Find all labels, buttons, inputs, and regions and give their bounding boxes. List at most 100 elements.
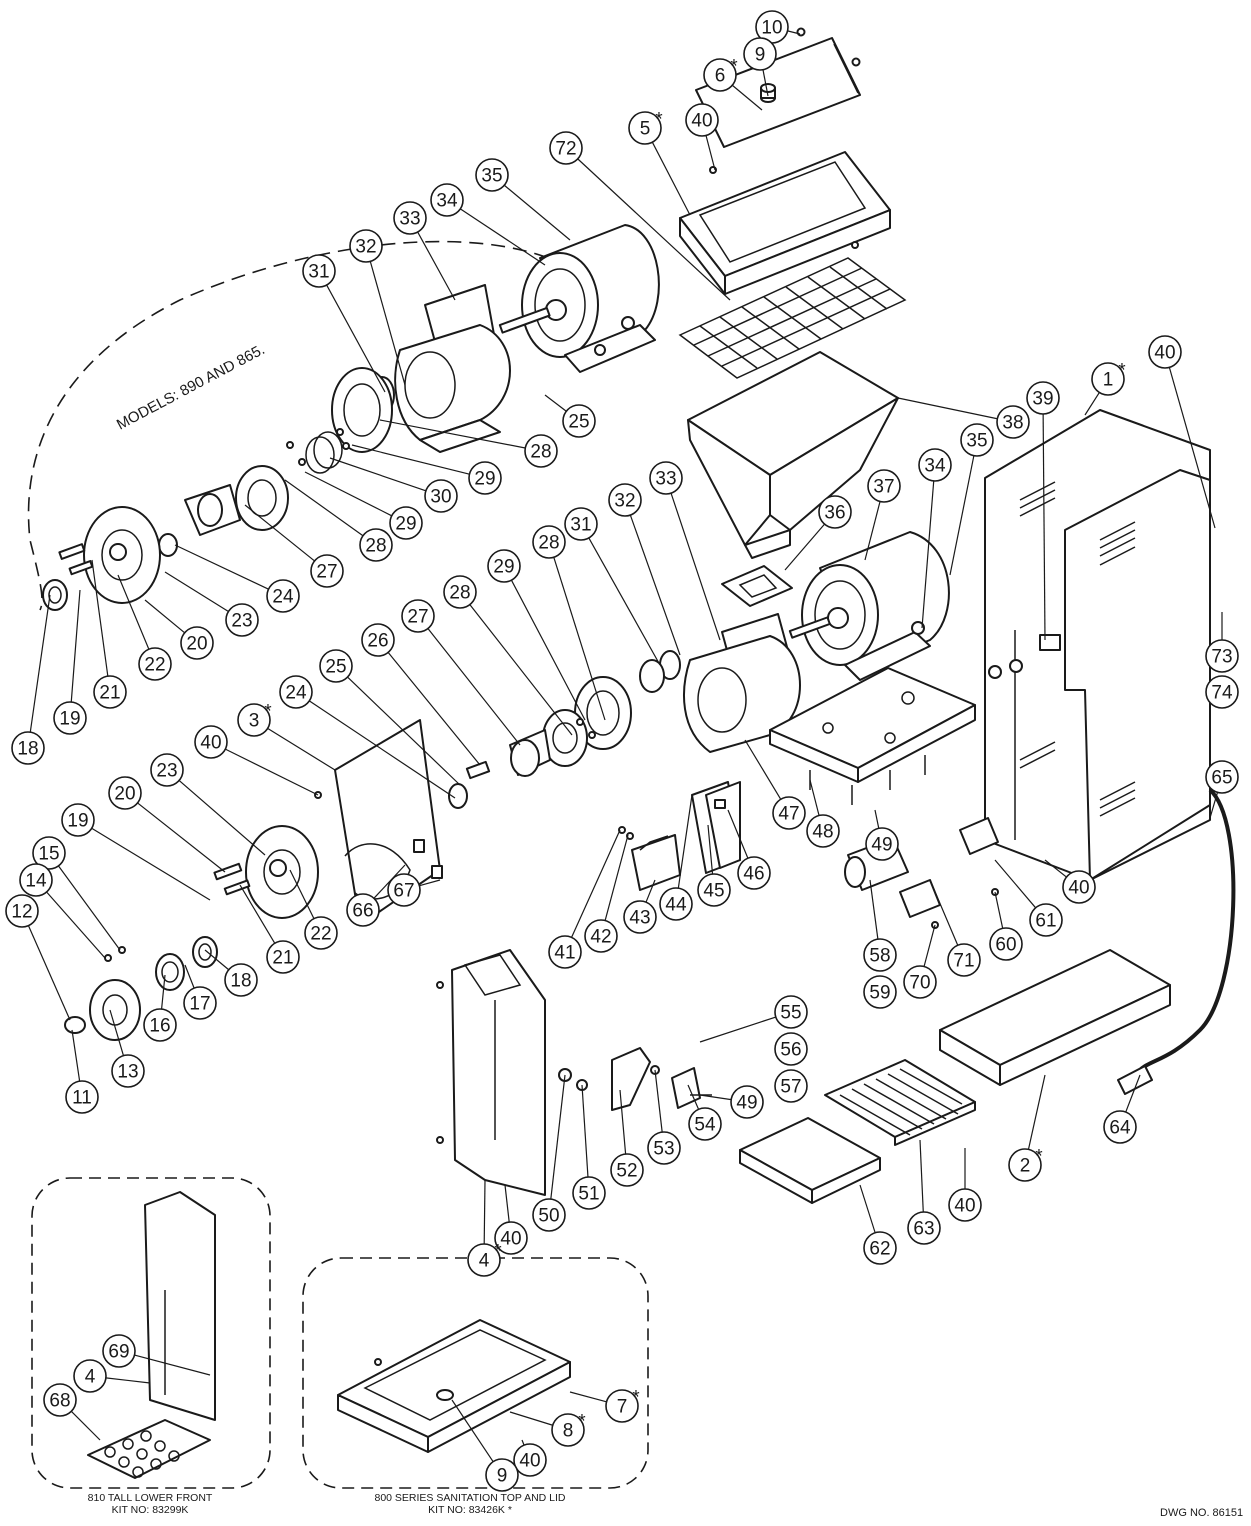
models-note: MODELS: 890 AND 865.: [114, 341, 268, 434]
lower-front-parts: [64, 825, 319, 1041]
callout-number: 67: [393, 881, 414, 902]
callout-number: 50: [538, 1206, 559, 1227]
callout-leader: [699, 1094, 732, 1101]
callout-leader: [46, 891, 106, 959]
callout-number: 72: [555, 139, 576, 160]
callout-leader: [27, 925, 71, 1021]
callout-number: 28: [449, 583, 470, 604]
callout-circle: [863, 975, 897, 1009]
callout-circle: [774, 1069, 808, 1103]
callout-leader: [1209, 792, 1219, 819]
callout-leader: [1125, 1074, 1141, 1113]
callout-leader: [553, 557, 606, 721]
callout-circle: [513, 1443, 547, 1477]
callout-number: 24: [285, 683, 307, 704]
callout-leader: [469, 604, 573, 736]
callout-leader: [329, 457, 427, 492]
callout-number: 25: [325, 657, 346, 678]
callout-leader: [503, 184, 571, 241]
callout-34: 34: [430, 183, 546, 266]
callout-18: 18: [11, 594, 51, 765]
callout-6: 6*: [703, 57, 763, 111]
callout-leader: [70, 589, 81, 703]
callout-33: 33: [649, 461, 721, 641]
callout-number: 54: [694, 1115, 716, 1136]
callout-circle: [180, 626, 214, 660]
callout-46: 46: [727, 809, 771, 890]
callout-21: 21: [91, 559, 127, 709]
callout-leader: [787, 30, 801, 35]
callout-circle: [1148, 335, 1182, 369]
callout-13: 13: [109, 1009, 145, 1088]
callout-26: 26: [361, 623, 481, 766]
callout-20: 20: [144, 599, 214, 660]
callout-number: 35: [481, 166, 502, 187]
callout-leader: [117, 574, 150, 650]
callout-number: 6: [715, 66, 726, 87]
callout-circle: [304, 916, 338, 950]
callout-number: 9: [497, 1466, 508, 1487]
callout-number: 74: [1211, 683, 1233, 704]
callout-circle: [564, 507, 598, 541]
callout-number: 18: [230, 971, 251, 992]
callout-number: 26: [367, 631, 388, 652]
callout-number: 64: [1109, 1118, 1131, 1139]
callout-number: 58: [869, 946, 890, 967]
callout-circle: [485, 1458, 519, 1492]
callout-circle: [623, 900, 657, 934]
callout-leader: [651, 141, 691, 216]
callout-circle: [108, 776, 142, 810]
callout-circle: [443, 575, 477, 609]
callout-leader: [897, 397, 998, 420]
callout-circle: [628, 111, 662, 145]
callout-number: 57: [780, 1077, 801, 1098]
callout-leader: [29, 594, 51, 733]
callout-number: 66: [352, 901, 373, 922]
callout-circle: [703, 58, 737, 92]
callout-circle: [865, 827, 899, 861]
callout-leader: [178, 780, 266, 856]
callout-44: 44: [659, 794, 693, 921]
callout-leader: [762, 69, 769, 97]
callout-36: 36: [784, 495, 852, 571]
callout-circle: [572, 1176, 606, 1210]
base-plate-part-48: [769, 667, 976, 805]
callout-circle: [143, 1008, 177, 1042]
callout-circle: [524, 434, 558, 468]
callout-58: 58: [863, 879, 897, 972]
callout-number: 40: [519, 1451, 540, 1472]
callout-leader: [134, 1354, 211, 1376]
callout-star: *: [264, 702, 272, 723]
callout-leader: [71, 1029, 81, 1082]
callout-leader: [427, 628, 521, 746]
callout-number: 29: [493, 557, 514, 578]
callout-35: 35: [475, 158, 571, 241]
callout-number: 60: [995, 935, 1016, 956]
callout-40: 40: [494, 1184, 528, 1255]
callout-leader: [57, 865, 121, 951]
callout-number: 48: [812, 822, 833, 843]
callout-22: 22: [117, 574, 172, 681]
callout-leader: [687, 1084, 700, 1110]
callout-leader: [164, 571, 229, 613]
callout-number: 9: [755, 45, 766, 66]
callout-leader: [91, 827, 211, 901]
callout-number: 33: [655, 469, 676, 490]
callout-circle: [551, 1413, 585, 1447]
inset-1-kit: KIT NO: 83299K: [112, 1504, 189, 1516]
callout-circle: [494, 1221, 528, 1255]
callout-leader: [91, 559, 109, 677]
callout-60: 60: [989, 891, 1023, 961]
callout-number: 45: [703, 881, 724, 902]
callout-25: 25: [319, 649, 461, 786]
callout-leader: [351, 444, 470, 475]
callout-circle: [659, 887, 693, 921]
callout-circle: [1205, 675, 1239, 709]
callout-1: 1*: [1084, 361, 1126, 416]
callout-4: 4: [73, 1359, 151, 1393]
callout-leader: [577, 158, 731, 301]
callout-circle: [266, 579, 300, 613]
callout-circle: [225, 603, 259, 637]
callout-62: 62: [859, 1184, 897, 1265]
callout-29: 29: [487, 549, 586, 721]
